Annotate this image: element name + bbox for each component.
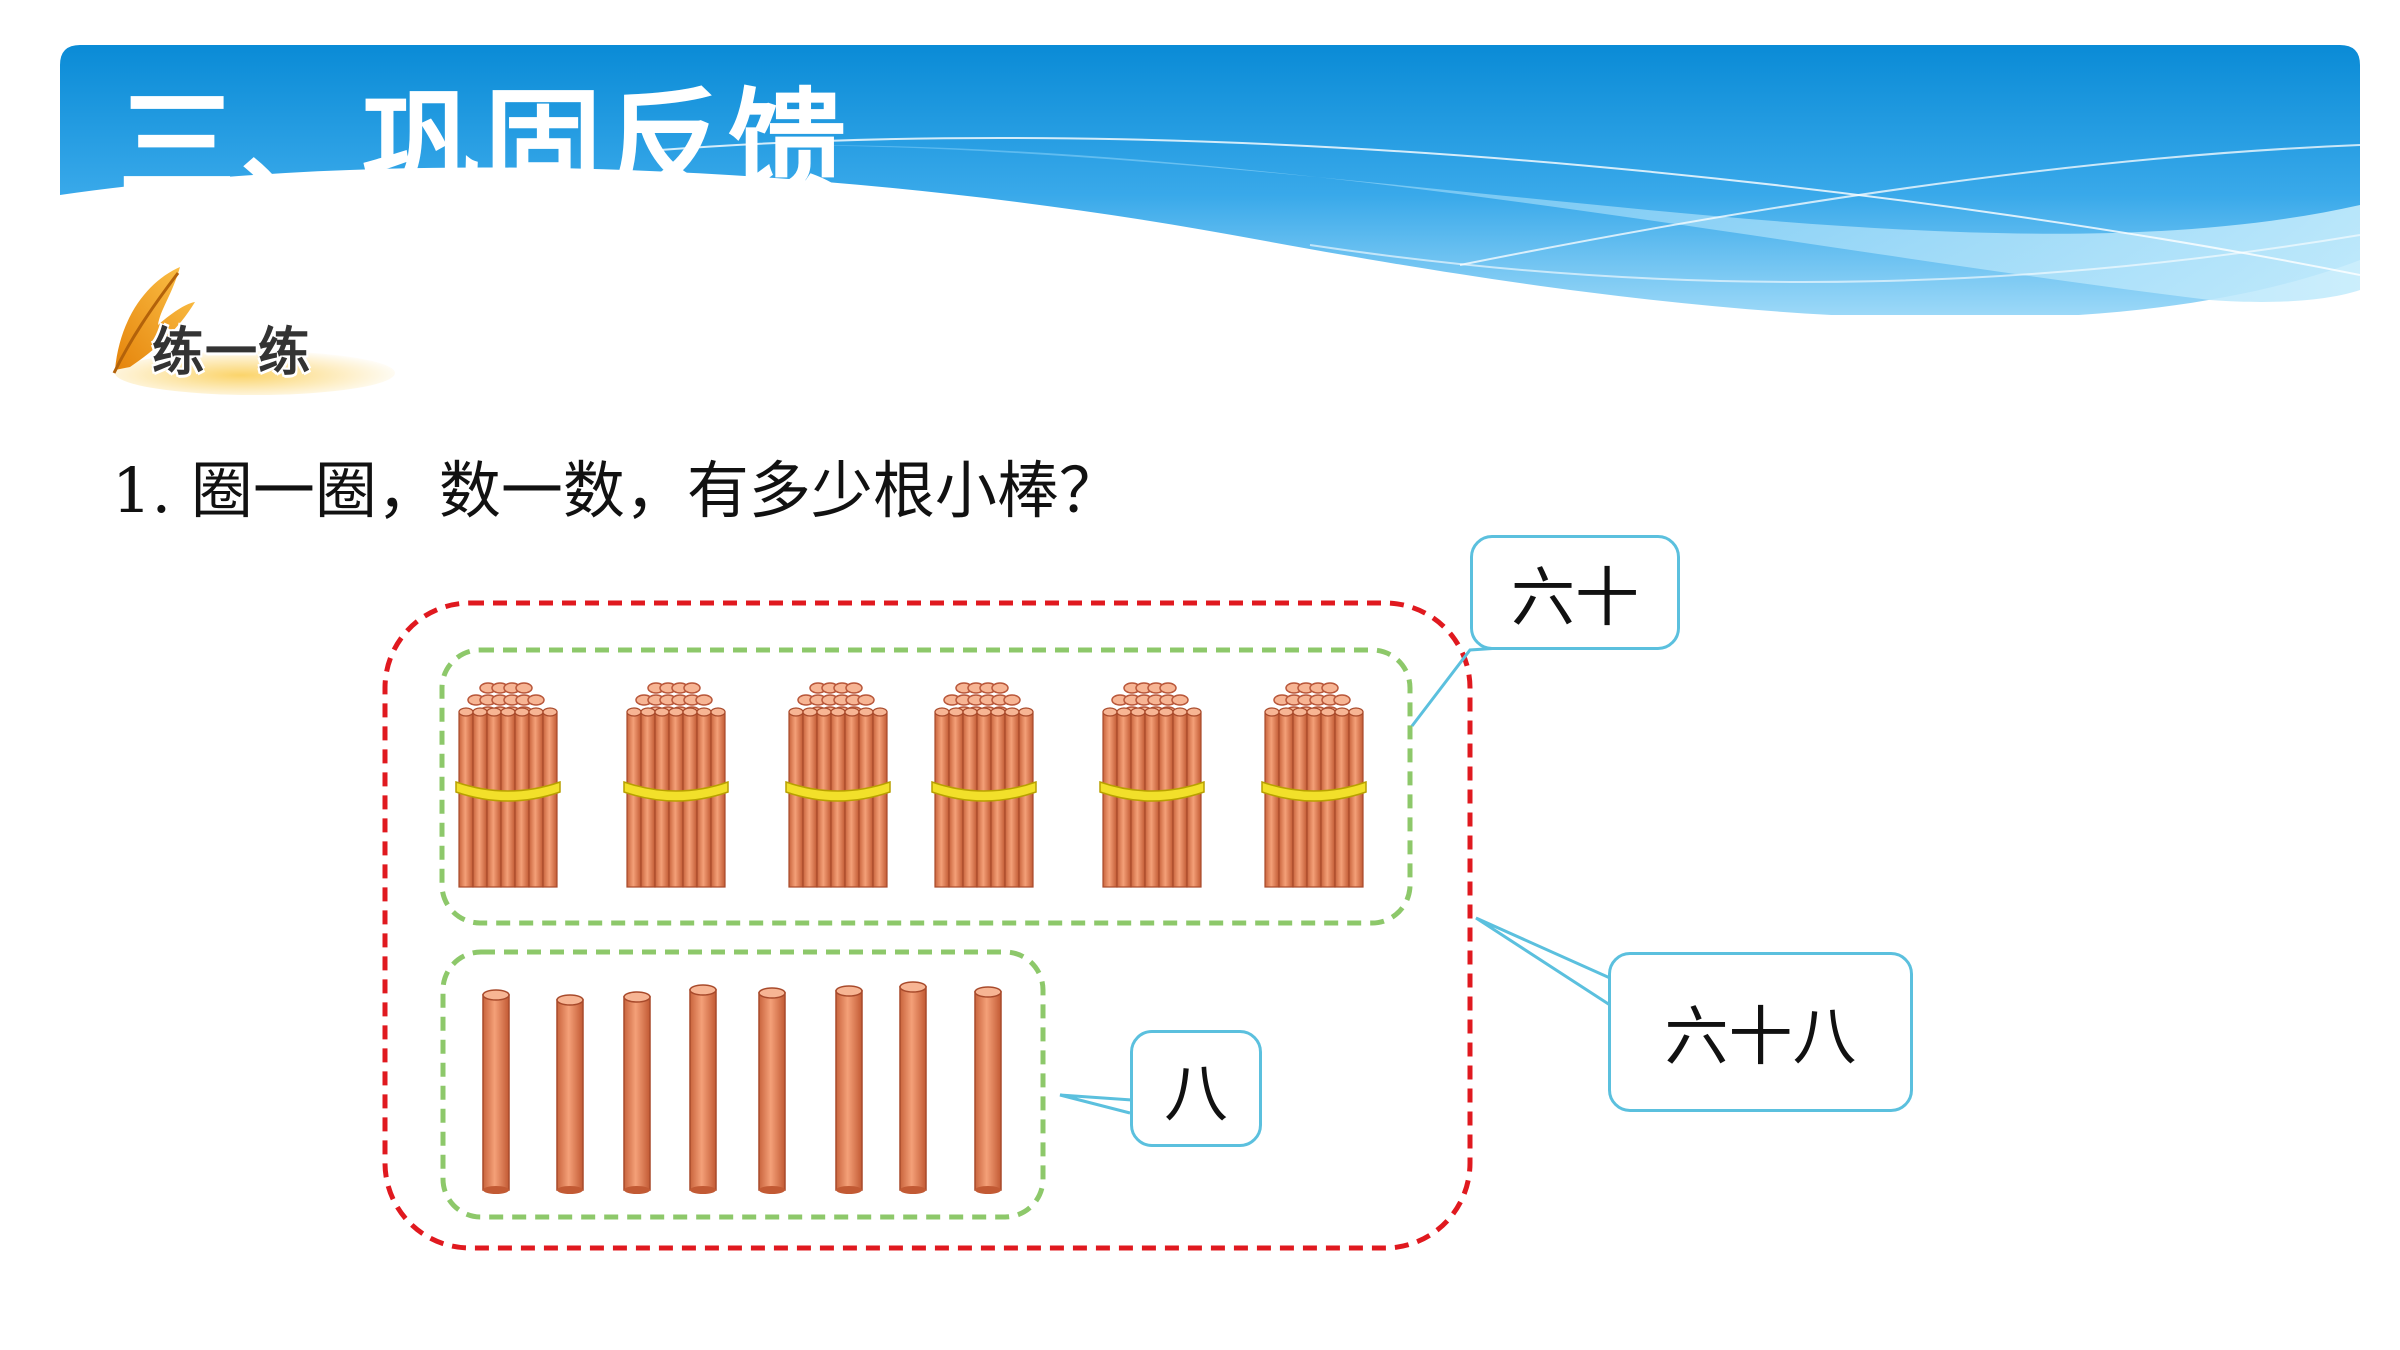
practice-label: 练一练	[152, 323, 312, 383]
header-banner: 三、巩固反馈	[60, 45, 2360, 315]
single-stick	[689, 984, 717, 1194]
ones-circle	[440, 949, 1046, 1220]
practice-badge: 练一练	[100, 255, 400, 405]
stick-bundle	[1261, 682, 1367, 888]
stick-bundles	[455, 682, 1367, 888]
single-sticks	[482, 981, 1002, 1194]
stick-bundle	[1099, 682, 1205, 888]
tens-callout: 六十	[1470, 535, 1680, 650]
stick-bundle	[623, 682, 729, 888]
single-stick	[556, 994, 584, 1194]
stick-bundle	[931, 682, 1037, 888]
single-stick	[482, 989, 510, 1194]
banner-wave-graphic	[60, 45, 2360, 315]
section-title: 三、巩固反馈	[118, 76, 851, 193]
ones-callout-pointer	[1059, 1093, 1133, 1115]
stick-bundle	[455, 682, 561, 888]
single-stick	[899, 981, 927, 1194]
total-callout: 六十八	[1608, 952, 1913, 1112]
question-text: 1. 圈一圈，数一数，有多少根小棒？	[112, 454, 1121, 527]
single-stick	[974, 986, 1002, 1194]
total-callout-pointer	[1475, 916, 1611, 1007]
stick-bundle	[785, 682, 891, 888]
tens-circle	[439, 647, 1413, 926]
ones-callout: 八	[1130, 1030, 1262, 1147]
single-stick	[623, 991, 651, 1194]
single-stick	[835, 985, 863, 1194]
feather-icon	[112, 267, 395, 395]
tens-callout-pointer	[1410, 646, 1501, 727]
single-stick	[758, 987, 786, 1194]
